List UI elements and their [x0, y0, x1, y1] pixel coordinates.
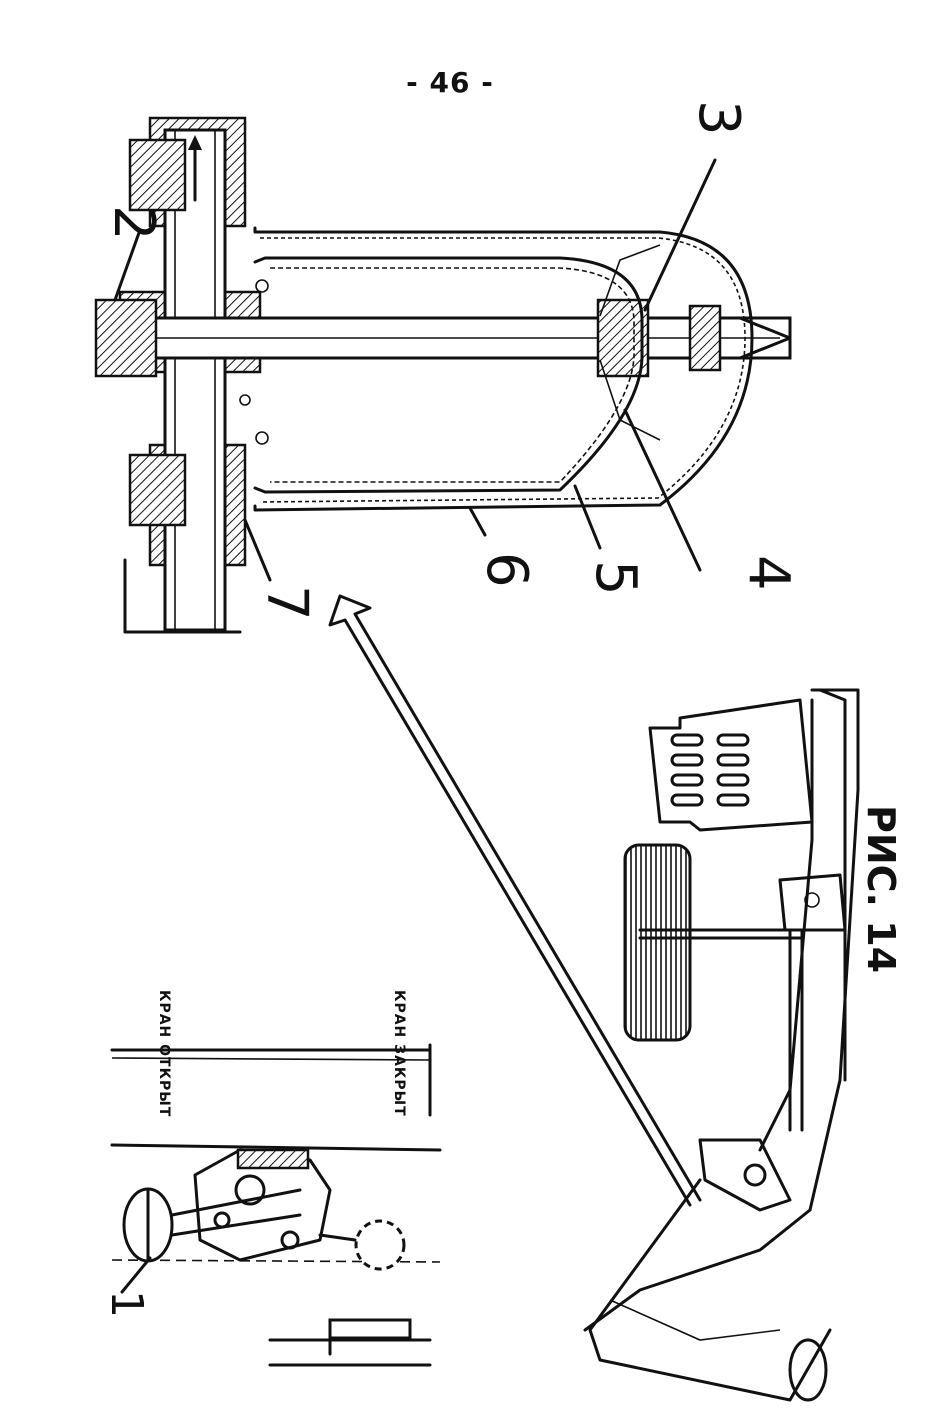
label-valve-open: КРАН ОТКРЫТ: [156, 990, 172, 1117]
callout-1: 1: [101, 1290, 152, 1318]
callout-numbers: 2 3 4 5 6 7 1: [101, 100, 801, 1318]
label-valve-closed: КРАН ЗАКРЫТ: [391, 990, 407, 1117]
callout-3: 3: [686, 100, 751, 136]
figure-caption: РИС. 14: [859, 805, 903, 973]
callout-leaders: [113, 158, 717, 582]
callout-6: 6: [474, 552, 539, 588]
callout-4: 4: [736, 555, 801, 591]
filter-cross-section: [94, 116, 792, 634]
callout-5: 5: [583, 560, 648, 596]
page-number: - 46 -: [406, 66, 494, 99]
callout-2: 2: [101, 205, 166, 241]
valve-inset: [110, 1043, 442, 1367]
callout-7: 7: [254, 585, 319, 621]
pointer-arrow: [328, 594, 702, 1207]
pedal-assembly: [583, 688, 860, 1402]
